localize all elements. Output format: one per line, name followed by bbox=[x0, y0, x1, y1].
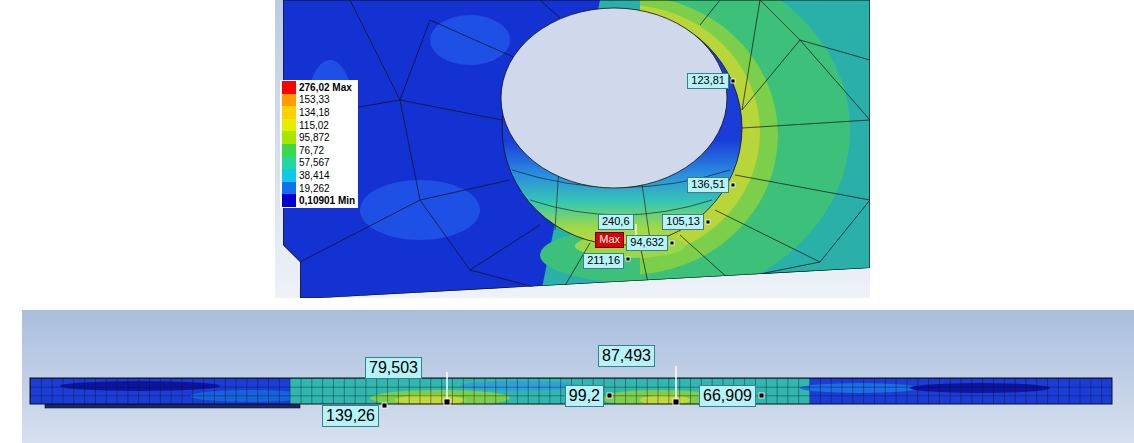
probe-label: 240,6 bbox=[598, 214, 634, 230]
probe-label: 79,503 bbox=[365, 357, 422, 379]
plate-outline bbox=[283, 0, 870, 298]
legend-value: 153,33 bbox=[299, 94, 330, 105]
legend-swatch bbox=[282, 119, 296, 132]
leader-line bbox=[447, 366, 676, 400]
legend-row: 276,02 Max bbox=[282, 81, 355, 94]
legend-swatch bbox=[282, 194, 296, 207]
legend-value: 134,18 bbox=[299, 107, 330, 118]
legend-row: 134,18 bbox=[282, 106, 355, 119]
legend-row: 57,567 bbox=[282, 157, 355, 170]
section-contour bbox=[30, 378, 1112, 404]
legend-value: 115,02 bbox=[299, 120, 329, 131]
probe-point bbox=[382, 403, 387, 408]
stress-patch bbox=[360, 180, 480, 240]
viewport-ground bbox=[22, 310, 1134, 443]
legend-row: 153,33 bbox=[282, 94, 355, 107]
stress-region bbox=[640, 5, 760, 259]
probe-label: 139,26 bbox=[322, 405, 379, 427]
legend-value: 76,72 bbox=[299, 145, 324, 156]
color-legend: 276,02 Max153,33 134,18 115,0295,872 76,725… bbox=[280, 80, 358, 208]
probe-point bbox=[444, 399, 450, 405]
probe-point bbox=[626, 257, 630, 261]
probe-point bbox=[670, 241, 674, 245]
legend-row: 0,10901 Min bbox=[282, 194, 355, 207]
legend-swatch bbox=[282, 157, 296, 170]
legend-row: 95,872 bbox=[282, 131, 355, 144]
probe-label: 66,909 bbox=[699, 385, 756, 407]
legend-swatch bbox=[282, 81, 296, 94]
legend-value: 57,567 bbox=[299, 157, 330, 168]
legend-value: 38,414 bbox=[299, 170, 330, 181]
probe-label: 99,2 bbox=[565, 385, 604, 407]
probe-points bbox=[626, 79, 735, 261]
legend-swatch bbox=[282, 131, 296, 144]
legend-value: 0,10901 Min bbox=[299, 195, 355, 206]
probe-label: 136,51 bbox=[687, 177, 729, 193]
legend-value: 19,262 bbox=[299, 183, 330, 194]
probe-point bbox=[706, 220, 710, 224]
legend-row: 76,72 bbox=[282, 144, 355, 157]
stress-region bbox=[640, 0, 778, 275]
legend-swatch bbox=[282, 182, 296, 195]
legend-swatch bbox=[282, 106, 296, 119]
plate-edge bbox=[45, 404, 300, 408]
probe-label: 123,81 bbox=[687, 73, 729, 89]
probe-label: 211,16 bbox=[583, 253, 624, 269]
probe-label: 105,13 bbox=[662, 214, 704, 230]
legend-row: 19,262 bbox=[282, 182, 355, 195]
probe-label: 94,632 bbox=[626, 235, 668, 251]
legend-swatch bbox=[282, 144, 296, 157]
legend-value: 95,872 bbox=[299, 132, 330, 143]
legend-value: 276,02 Max bbox=[299, 82, 352, 93]
probe-point bbox=[759, 393, 764, 398]
legend-row: 38,414 bbox=[282, 169, 355, 182]
probe-point bbox=[731, 79, 735, 83]
probe-label: 87,493 bbox=[598, 345, 655, 367]
mesh-lines bbox=[283, 0, 870, 294]
stress-patch bbox=[430, 15, 510, 65]
probe-point bbox=[673, 399, 679, 405]
plate-contour bbox=[283, 0, 870, 305]
legend-row: 115,02 bbox=[282, 119, 355, 132]
hole-opening bbox=[501, 8, 727, 188]
legend-swatch bbox=[282, 94, 296, 107]
probe-point bbox=[731, 183, 735, 187]
probe-point bbox=[607, 393, 612, 398]
legend-swatch bbox=[282, 169, 296, 182]
stress-region bbox=[640, 0, 850, 298]
max-marker: Max bbox=[595, 232, 624, 248]
